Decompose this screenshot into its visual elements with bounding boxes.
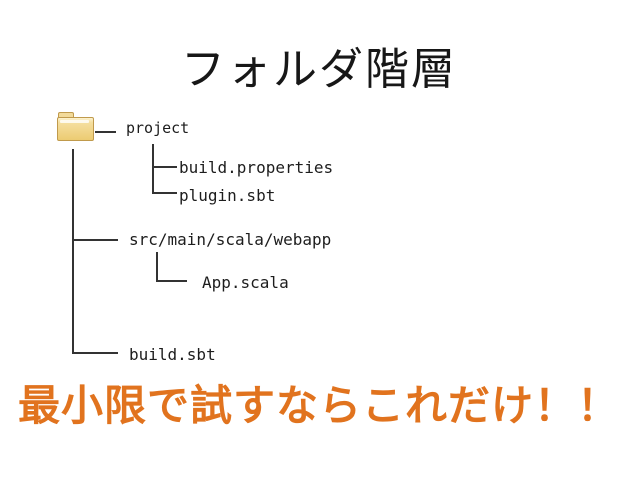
- folder-icon: [57, 112, 94, 141]
- tree-connector-branch-properties: [154, 166, 177, 168]
- tree-node-project: project: [126, 119, 190, 137]
- folder-icon-shine: [60, 120, 89, 123]
- tree-connector-root-dash: [95, 131, 116, 133]
- tree-node-app-scala: App.scala: [202, 273, 289, 292]
- tree-connector-branch-app: [158, 280, 187, 282]
- tree-node-plugin-sbt: plugin.sbt: [179, 186, 276, 205]
- tree-connector-root-vertical: [72, 149, 74, 354]
- tree-node-build-properties: build.properties: [179, 158, 334, 177]
- tree-connector-src-vertical: [156, 252, 158, 282]
- tree-connector-branch-plugin: [154, 192, 177, 194]
- tree-node-src-main-scala-webapp: src/main/scala/webapp: [129, 230, 332, 249]
- tree-connector-project-vertical: [152, 144, 154, 194]
- highlight-callout-text: 最小限で試すならこれだけ！！: [17, 381, 620, 430]
- tree-node-build-sbt: build.sbt: [129, 345, 216, 364]
- folder-icon-tab: [58, 112, 74, 120]
- tree-connector-branch-buildsbt: [74, 352, 118, 354]
- tree-connector-branch-src: [74, 239, 118, 241]
- page-title: フォルダ階層: [181, 44, 457, 95]
